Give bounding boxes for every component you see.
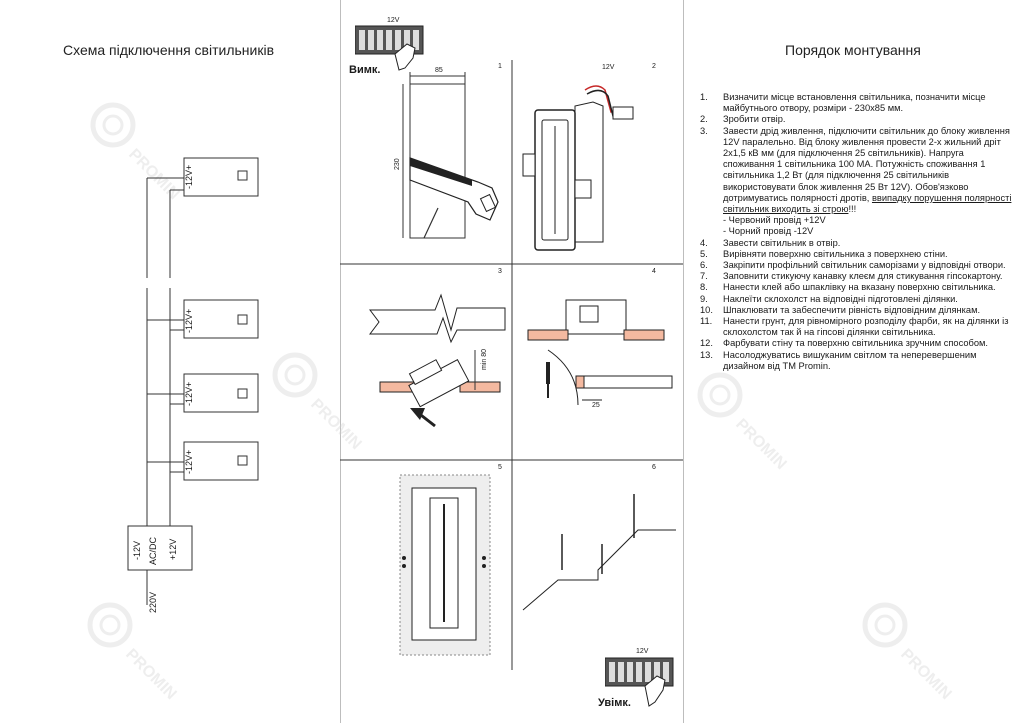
watermark: PROMIN: [88, 100, 248, 265]
step-text: Закріпити профільний світильник саморіза…: [723, 260, 1006, 271]
wiring-diagram: [127, 157, 259, 605]
step-number: 3.: [700, 125, 708, 136]
steps-list: 1. Визначити місце встановлення світильни…: [700, 92, 1012, 372]
step-text-end: !!!: [848, 204, 857, 215]
step-text: Насолоджуватись вишуканим світлом та неп…: [723, 349, 977, 371]
step-item: 7. Заповнити стикуючу канавку клеєм для с…: [700, 271, 1012, 282]
step-text: - Червоний провід +12V: [723, 215, 826, 226]
step-text: Нанести клей або шпаклівку на вказану по…: [723, 282, 996, 293]
step-number: 8.: [700, 282, 708, 293]
dimension-min: min 80: [481, 348, 488, 370]
step-text: Фарбувати стіну та поверхню світильника …: [723, 338, 988, 349]
step-text: Заповнити стикуючу канавку клеєм для сти…: [723, 271, 1003, 282]
step-item: 10. Шпаклювати та забеспечити рівність ві…: [700, 305, 1012, 316]
step-text: Визначити місце встановлення світильника…: [723, 92, 986, 114]
step-number: 13.: [700, 349, 713, 360]
step-number: 6.: [700, 260, 708, 271]
watermark: PROMIN: [270, 350, 430, 515]
step-item: 13. Насолоджуватись вишуканим світлом та …: [700, 350, 1012, 372]
luminaire-label: -12V+: [184, 164, 194, 189]
step-item: 8. Нанести клей або шпаклівку на вказану …: [700, 282, 1012, 293]
switch-voltage-label: 12V: [636, 648, 649, 655]
mains-voltage-label: 220V: [148, 591, 158, 613]
step-item: 12. Фарбувати стіну та поверхню світильни…: [700, 338, 1012, 349]
panel-grid: [340, 60, 683, 670]
step-number: 4.: [700, 237, 708, 248]
step-text: Завести світильник в отвір.: [723, 237, 841, 248]
svg-text:PROMIN: PROMIN: [122, 646, 179, 703]
step-number: 7.: [700, 271, 708, 282]
dimension-width: 85: [435, 67, 443, 74]
step-text: Наклеїти склохолст на відповідні підгото…: [723, 293, 958, 304]
step-sub-item: - Червоний провід +12V: [700, 215, 1012, 226]
step-text: Вирівняти поверхню світильника з поверхн…: [723, 248, 948, 259]
dimension-height: 230: [394, 158, 401, 170]
watermark: PROMIN: [85, 600, 245, 725]
step5-finished-luminaire-drawing: [399, 474, 491, 656]
luminaire-label: -12V+: [184, 381, 194, 406]
step-text: Нанести грунт, для рівномірного розподіл…: [723, 316, 1009, 338]
switch-voltage-label: 12V: [387, 17, 400, 24]
wire-voltage-label: 12V: [602, 64, 615, 71]
step-text: - Чорний провід -12V: [723, 226, 814, 237]
panel-number: 1: [498, 63, 502, 70]
step-number: 11.: [700, 316, 713, 327]
step-number: 10.: [700, 304, 713, 315]
step-number: 1.: [700, 92, 708, 102]
svg-text:PROMIN: PROMIN: [897, 646, 954, 703]
psu-acdc-label: AC/DC: [148, 536, 158, 565]
mounting-steps-title: Порядок монтування: [785, 42, 921, 58]
panel-number: 3: [498, 268, 502, 275]
switch-on-illustration: [605, 657, 674, 707]
svg-text:PROMIN: PROMIN: [732, 416, 789, 473]
psu-minus-label: -12V: [132, 540, 142, 560]
step-item: 1. Визначити місце встановлення світильни…: [700, 92, 1012, 114]
step-text: Шпаклювати та забеспечити рівність відпо…: [723, 304, 981, 315]
step4-mounting-section-drawing: [527, 299, 673, 406]
step-number: 9.: [700, 293, 708, 304]
step-item: 3. Завести дрід живлення, підключити світ…: [700, 126, 1012, 216]
step-number: 2.: [700, 114, 708, 125]
switch-off-illustration: [355, 25, 424, 71]
luminaire-label: -12V+: [184, 308, 194, 333]
step-item: 11. Нанести грунт, для рівномірного розпо…: [700, 316, 1012, 338]
step-warning-text: ввипадку порушення полярності світильник…: [723, 192, 1012, 215]
panel-number: 4: [652, 268, 656, 275]
step-item: 9. Наклеїти склохолст на відповідні підго…: [700, 294, 1012, 305]
switch-on-label: Увімк.: [598, 697, 631, 709]
step-item: 4. Завести світильник в отвір.: [700, 238, 1012, 249]
fold-line-right: [683, 0, 684, 723]
step1-cut-hole-drawing: [402, 72, 499, 239]
step-item: 2. Зробити отвір.: [700, 114, 1012, 125]
switch-off-label: Вимк.: [349, 64, 381, 76]
step2-luminaire-wiring-drawing: [522, 85, 634, 251]
dimension-25: 25: [592, 402, 600, 409]
step-sub-item: - Чорний провід -12V: [700, 226, 1012, 237]
mounting-steps: 1. Визначити місце встановлення світильни…: [700, 92, 1012, 372]
step6-stair-application-drawing: [522, 494, 676, 611]
step-item: 6. Закріпити профільний світильник саморі…: [700, 260, 1012, 271]
luminaire-label: -12V+: [184, 449, 194, 474]
watermark: PROMIN: [695, 370, 855, 535]
watermark: PROMIN: [860, 600, 1020, 725]
panel-number: 5: [498, 464, 502, 471]
step-text: Завести дрід живлення, підключити світил…: [723, 125, 1010, 203]
fold-line-left: [340, 0, 341, 723]
wiring-scheme-title: Схема підключення світильників: [63, 42, 275, 58]
panel-number: 6: [652, 464, 656, 471]
step-number: 12.: [700, 338, 713, 349]
step3-wall-section-drawing: [369, 293, 506, 428]
step-text: Зробити отвір.: [723, 114, 786, 125]
psu-plus-label: +12V: [168, 538, 178, 560]
step-item: 5. Вирівняти поверхню світильника з повер…: [700, 249, 1012, 260]
step-number: 5.: [700, 248, 708, 259]
panel-number: 2: [652, 63, 656, 70]
